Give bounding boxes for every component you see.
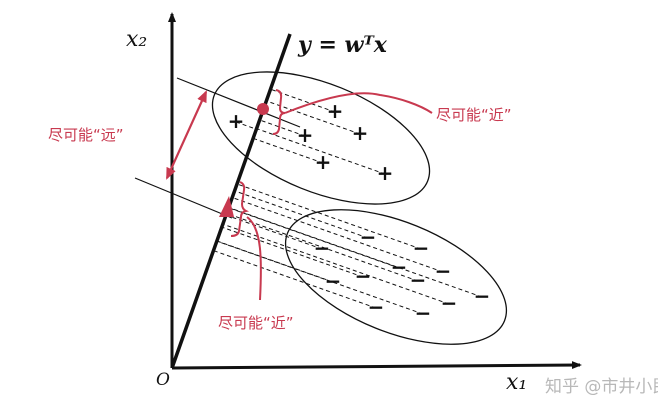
negative-sample-point: − [410,268,427,292]
negative-sample-point: − [413,236,430,260]
far-double-arrow [165,90,208,180]
projection-dash [213,250,377,309]
negative-sample-point: − [355,264,372,288]
projection-dash [232,197,444,273]
projection-dash [236,183,422,250]
far-note: 尽可能“远” [48,126,124,144]
near-note-top: 尽可能“近” [436,106,512,124]
positive-mean-point [257,103,269,115]
negative-sample-point: − [441,291,458,315]
negative-sample-point: − [415,301,432,325]
positive-sample-point: + [315,150,332,174]
positive-sample-point: + [297,123,314,147]
positive-sample-point: + [228,109,245,133]
projection-dash [266,100,361,135]
positive-class-ellipse [211,71,431,205]
projection-dash [228,207,483,298]
projection-dash [259,119,306,137]
near-note-bottom: 尽可能“近” [218,314,294,332]
projection-dash [256,128,386,175]
projection-dash [222,223,450,305]
projection-dash [235,121,257,130]
projection-line [170,33,292,369]
top-leader-curve [284,92,433,114]
positive-sample-point: + [352,121,369,145]
top-brace [272,89,286,135]
positive-sample-point: + [377,161,394,185]
negative-class-ellipse [284,209,508,345]
negative-sample-point: − [435,259,452,283]
bottom-leader-curve [246,216,262,301]
negative-sample-point: − [368,295,385,319]
negative-sample-point: − [360,225,377,249]
watermark: 知乎 @市井小民 [545,377,658,397]
projection-dash [221,226,364,278]
negative-mean-line [134,177,233,219]
negative-mean-triangle [219,196,234,217]
x2-axis-label: x₂ [126,27,148,52]
projection-dash [252,137,324,164]
negative-sample-point: − [325,269,342,293]
negative-sample-point: − [474,284,491,308]
projection-dash [216,240,424,315]
positive-sample-point: + [327,99,344,123]
projection-dash [225,214,323,250]
projection-line-label: y = wᵀx [298,32,387,58]
x1-axis [171,361,582,370]
projection-dash [226,212,419,282]
negative-sample-point: − [391,255,408,279]
projection-dash [234,190,369,239]
x1-axis-label: x₁ [506,370,528,395]
origin-label: O [156,370,170,390]
bottom-brace [230,181,250,237]
negative-sample-point: − [314,236,331,260]
